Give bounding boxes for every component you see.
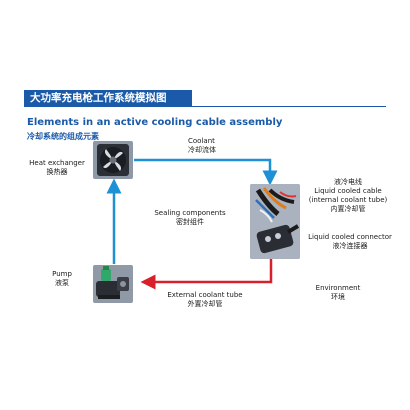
pump-label: Pump 液泵 (40, 270, 84, 288)
fan-icon (97, 144, 129, 176)
cable-cn-top: 液冷电线 (334, 178, 362, 186)
cable-icon (250, 184, 300, 259)
return-flow-line (140, 259, 273, 290)
environment-label: Environment 环境 (308, 284, 368, 302)
connector-icon (256, 224, 300, 254)
pump-photo (93, 265, 133, 303)
coolant-cn: 冷却流体 (188, 146, 216, 154)
liquid-cooled-cable-label: 液冷电线 Liquid cooled cable (internal coola… (290, 178, 406, 214)
external-tube-cn: 外置冷却管 (187, 300, 223, 308)
pump-en: Pump (52, 270, 72, 278)
heat-exchanger-cn: 换热器 (46, 168, 68, 176)
sealing-en: Sealing components (154, 209, 226, 217)
heat-exchanger-en: Heat exchanger (29, 159, 85, 167)
cable-cn: 内置冷却管 (330, 205, 366, 213)
heading-chinese: 冷却系统的组成元素 (27, 132, 99, 141)
sealing-cn: 密封组件 (176, 218, 204, 226)
liquid-cooled-connector-label: Liquid cooled connector 液冷连接器 (293, 233, 407, 251)
cable-en-1: Liquid cooled cable (314, 187, 382, 195)
environment-cn: 环境 (331, 293, 345, 301)
coolant-label: Coolant 冷却流体 (188, 137, 216, 155)
diagram-title: 大功率充电枪工作系统模拟图 (24, 90, 192, 106)
cable-en-2: (internal coolant tube) (308, 196, 388, 204)
coolant-en: Coolant (188, 137, 215, 145)
liquid-cooled-cable-photo (250, 184, 300, 259)
sealing-components-label: Sealing components 密封组件 (140, 209, 240, 227)
heat-exchanger-photo (93, 141, 133, 179)
title-underline (24, 106, 386, 107)
external-coolant-tube-label: External coolant tube 外置冷却管 (150, 291, 260, 309)
environment-en: Environment (315, 284, 361, 292)
external-tube-en: External coolant tube (167, 291, 243, 299)
connector-en: Liquid cooled connector (308, 233, 392, 241)
coolant-flow-line (134, 158, 278, 186)
heat-exchanger-label: Heat exchanger 换热器 (18, 159, 96, 177)
pump-icon (96, 266, 129, 299)
connector-cn: 液冷连接器 (332, 242, 368, 250)
heading-english: Elements in an active cooling cable asse… (27, 117, 283, 128)
pump-cn: 液泵 (55, 279, 69, 287)
